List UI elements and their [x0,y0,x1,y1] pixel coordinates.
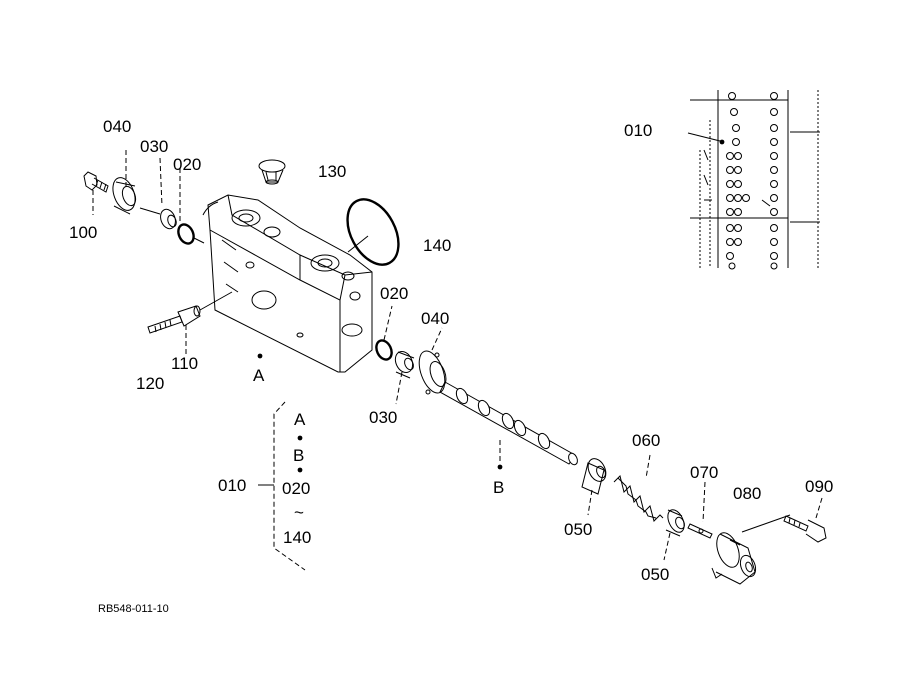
callout-040-top: 040 [103,117,131,136]
drawing-code: RB548-011-10 [98,603,169,615]
callout-020-mid: 020 [380,284,408,303]
spring-seat-030-mid [394,350,415,379]
plug-130 [258,159,286,185]
callout-130: 130 [318,162,346,181]
callout-B: B [493,478,504,497]
marker-dot-A [257,353,263,359]
collar-050-upper [581,458,607,495]
callout-060: 060 [632,431,660,450]
marker-dot-B [497,464,503,470]
solenoid-080 [711,532,757,585]
callout-010-inset: 010 [624,121,652,140]
spring-seat-030-left [139,207,177,230]
bolt-100 [83,171,109,193]
o-ring-020-mid [375,339,393,361]
callout-100: 100 [69,223,97,242]
callout-120: 120 [136,374,164,393]
callout-090: 090 [805,477,833,496]
bracket-item-140: 140 [283,528,311,547]
o-ring-140 [346,198,400,266]
spring-060 [613,475,664,522]
bracket-item-B: B [293,446,304,465]
bracket-label-010: 010 [218,476,246,495]
o-ring-020-left [177,223,195,245]
callout-070: 070 [690,463,718,482]
collar-050-lower [665,509,685,537]
rod-120 [147,305,201,334]
bracket-item-A: A [294,410,306,429]
callout-020-top: 020 [173,155,201,174]
bolt-090 [783,515,827,543]
callout-A: A [253,366,265,385]
callout-030-top: 030 [140,137,168,156]
bracket-item-tilde: ~ [294,503,304,522]
assembly-bracket [258,401,306,571]
cover-040-left [112,177,137,215]
inset-view-010 [687,90,820,270]
valve-body-A [202,194,373,373]
callout-030-mid: 030 [369,408,397,427]
spool-B [439,381,578,466]
callout-050-lower: 050 [641,565,669,584]
pin-070 [687,523,713,539]
callout-040-mid: 040 [421,309,449,328]
bracket-item-020: 020 [282,479,310,498]
cover-040-mid [418,350,447,395]
callout-050-upper: 050 [564,520,592,539]
callout-110: 110 [171,354,198,373]
callout-080: 080 [733,484,761,503]
callout-140: 140 [423,236,451,255]
